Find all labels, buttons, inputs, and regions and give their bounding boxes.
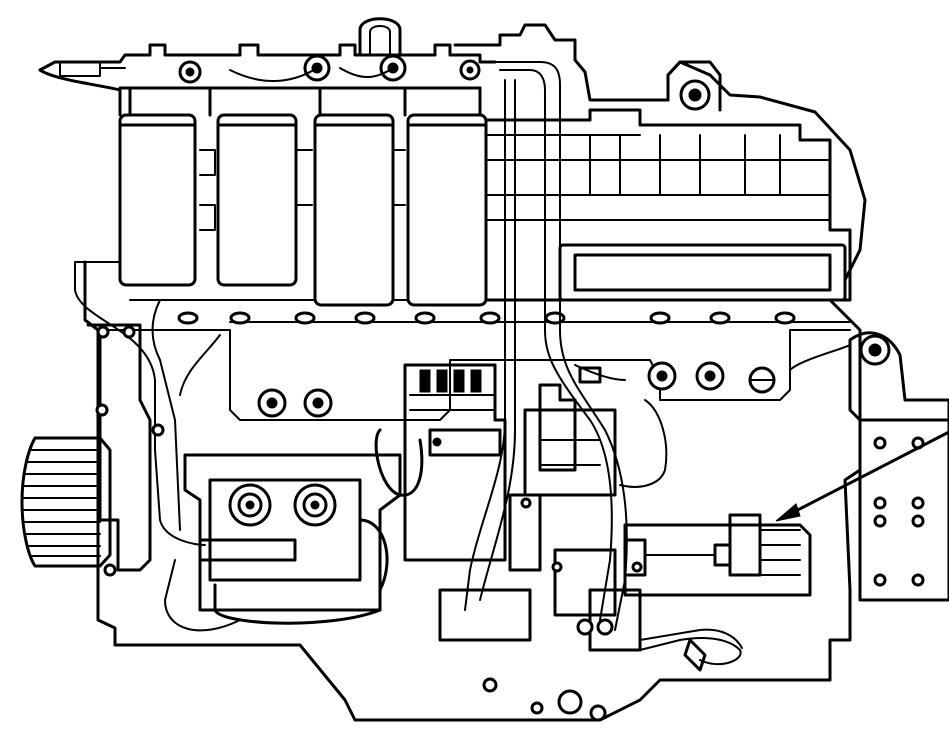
- air-compressor: [164, 453, 402, 632]
- lower-bracket-holes: [482, 677, 607, 722]
- starter-motor: [623, 513, 812, 597]
- fuel-pump-module: [374, 363, 642, 652]
- callout-leader-arrow: [775, 430, 949, 522]
- filter-canisters: [118, 113, 488, 307]
- cylinder-head: [484, 60, 852, 302]
- fuel-lines: [74, 61, 628, 631]
- wiring-harness: [574, 344, 851, 672]
- block-plate: [257, 361, 776, 418]
- filter-head: [38, 17, 497, 117]
- flywheel-housing-bracket: [848, 331, 949, 602]
- crankshaft-pulley: [20, 436, 112, 568]
